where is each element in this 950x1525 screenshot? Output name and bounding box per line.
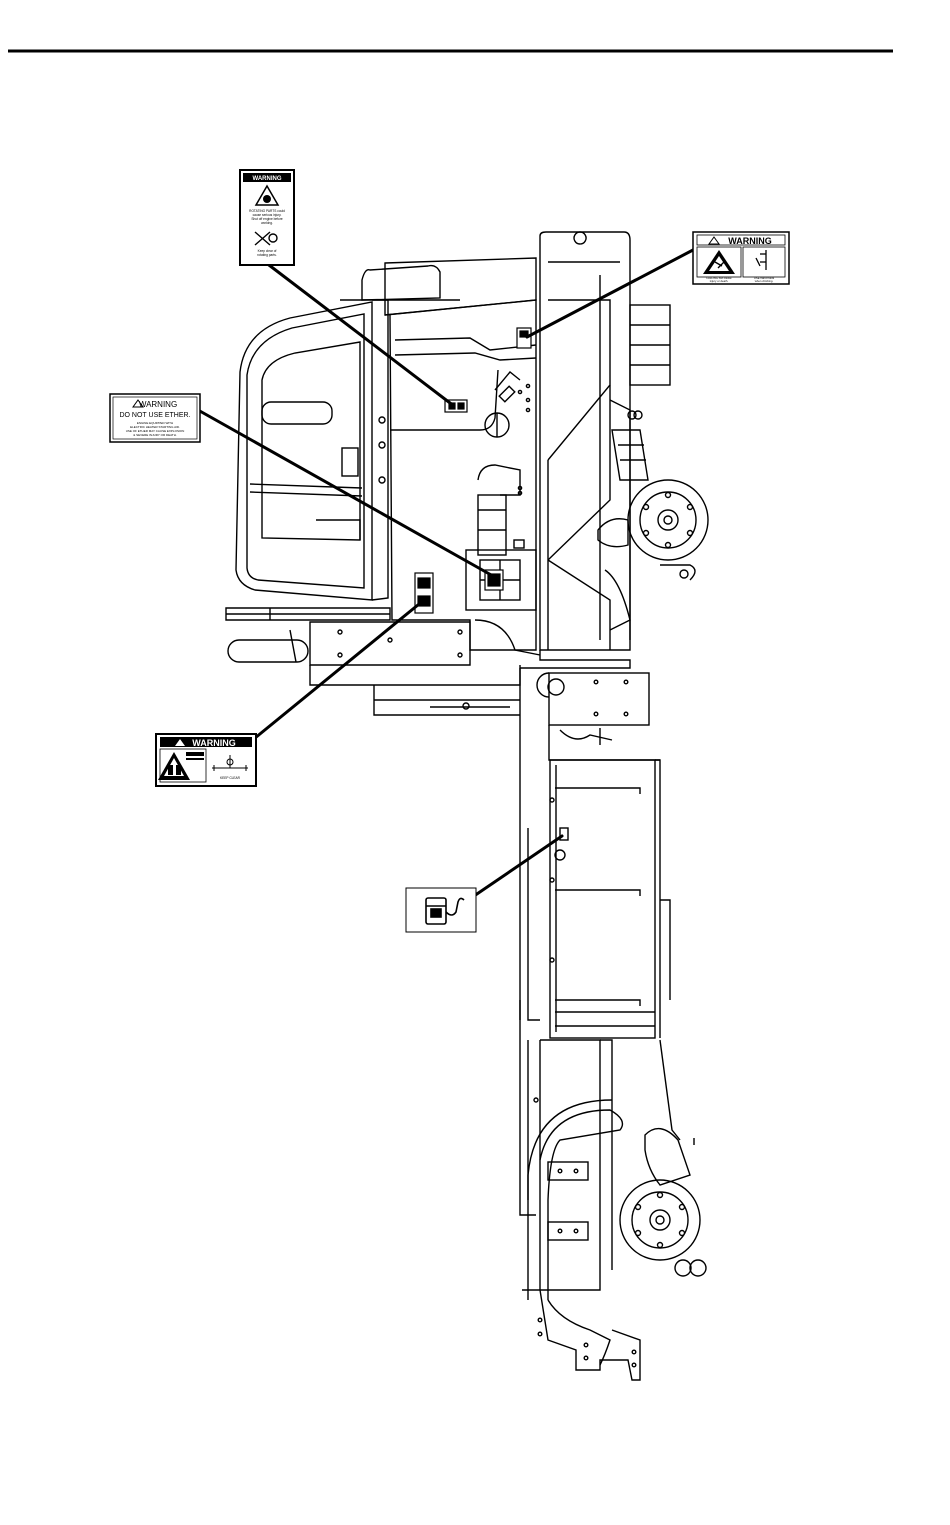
svg-text:& SEVERE INJURY OR DEATH.: & SEVERE INJURY OR DEATH. — [133, 433, 177, 437]
handhold-icon — [755, 250, 767, 270]
svg-text:cause serious injury.: cause serious injury. — [253, 213, 282, 217]
fuel-pump-icon — [425, 897, 465, 925]
svg-text:ROTATING PARTS could: ROTATING PARTS could — [249, 209, 285, 213]
decal-locations — [414, 327, 532, 614]
leader-ether — [196, 408, 495, 578]
svg-text:Shut off engine before: Shut off engine before — [251, 217, 283, 221]
svg-text:ENGINE EQUIPPED WITH: ENGINE EQUIPPED WITH — [137, 421, 173, 425]
rotating-parts-header: WARNING — [253, 176, 282, 182]
svg-text:injury or death.: injury or death. — [710, 279, 729, 283]
rear-wheel — [619, 1127, 707, 1277]
engine-compartment — [384, 299, 537, 651]
leader-lines — [196, 248, 695, 898]
hitch-header: WARNING — [192, 738, 236, 748]
front-wheel — [597, 410, 709, 631]
column — [539, 231, 671, 651]
svg-text:USE OF ETHER MAY CAUSE EXPLOSI: USE OF ETHER MAY CAUSE EXPLOSION — [126, 429, 185, 433]
svg-text:USE hand holds: USE hand holds — [754, 276, 775, 280]
svg-text:Keep clear of: Keep clear of — [258, 249, 277, 253]
hand-rotating-icon — [254, 231, 278, 246]
leader-rotating-parts — [263, 260, 456, 408]
rear-bracket — [522, 1289, 641, 1381]
svg-text:rotating parts.: rotating parts. — [257, 253, 277, 257]
entry-header: WARNING — [728, 236, 772, 246]
hitch-icon — [212, 755, 248, 771]
svg-text:when climbing.: when climbing. — [755, 279, 774, 283]
leader-hitch — [253, 598, 426, 740]
decal-rotating-parts: WARNING ROTATING PARTS could cause serio… — [239, 169, 295, 266]
decal-hitch: WARNING KEEP CLEAR — [155, 733, 257, 787]
svg-text:KEEP CLEAR: KEEP CLEAR — [220, 776, 241, 780]
chassis-rails — [519, 790, 681, 1291]
decal-entry: WARNING FALLING can cause injury or deat… — [692, 231, 790, 285]
ether-title: DO NOT USE ETHER. — [119, 412, 190, 419]
decal-ether: WARNING DO NOT USE ETHER. ENGINE EQUIPPE… — [109, 393, 201, 443]
leader-fuel — [472, 834, 564, 898]
decal-fuel — [405, 887, 477, 933]
fuel-tank — [549, 759, 671, 1039]
svg-text:FALLING can cause: FALLING can cause — [706, 276, 731, 280]
ether-header: WARNING — [139, 400, 177, 409]
cab — [225, 257, 537, 621]
rear-guard — [527, 1099, 624, 1366]
svg-text:ELECTRIC HEATER STARTING AID.: ELECTRIC HEATER STARTING AID. — [130, 425, 180, 429]
machine-outline — [225, 231, 709, 1381]
svg-text:working.: working. — [261, 221, 273, 225]
leader-entry — [525, 248, 695, 339]
battery-box — [519, 650, 660, 790]
